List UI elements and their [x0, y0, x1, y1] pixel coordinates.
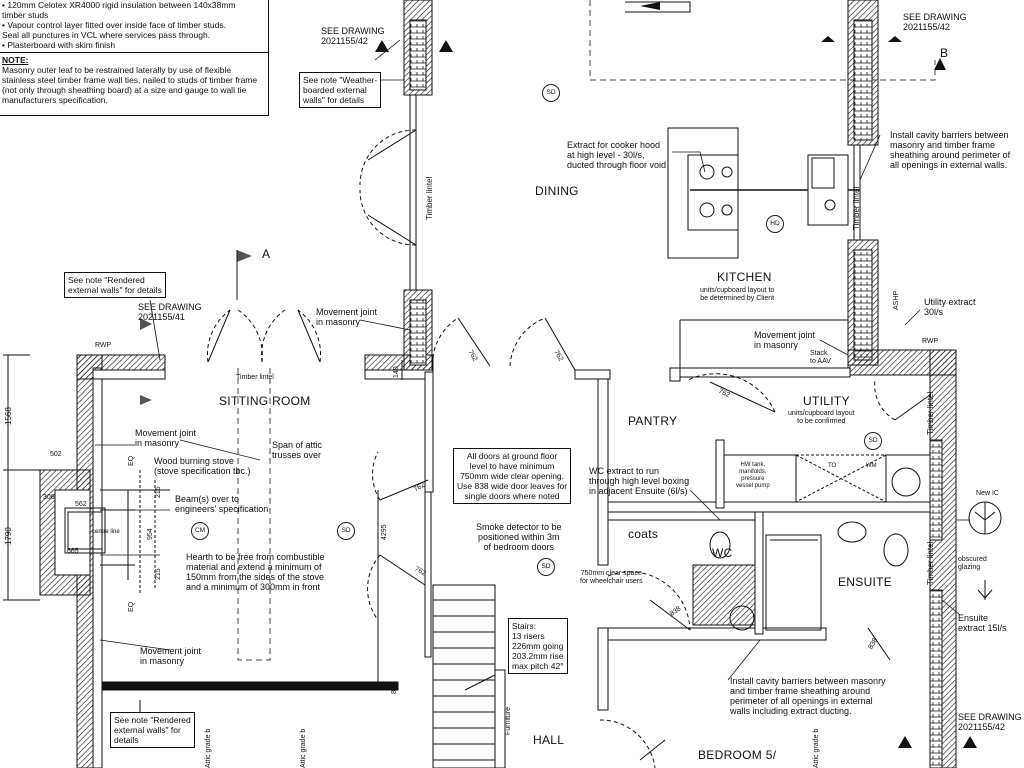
room-label-sitting-room: SITTING ROOM [219, 394, 311, 408]
note-line: Seal all punctures in VCL where services… [2, 30, 211, 40]
kitchen-subtext: units/cupboard layout to be determined b… [700, 287, 775, 302]
dimension-label: 215 [155, 486, 162, 498]
annotation-wood-stove: Wood burning stove (stove specification … [154, 456, 251, 476]
annotation-hearth: Hearth to be free from combustible mater… [186, 552, 325, 592]
smoke-detector-tag: SD [537, 558, 555, 576]
annotation-ensuite-extract: Ensuite extract 15l/s [958, 613, 1007, 633]
kitchen-units [667, 127, 860, 368]
smoke-detector-tag: SD [864, 432, 882, 450]
notes-box: • 120mm Celotex XR4000 rigid insulation … [0, 0, 269, 116]
external-walls [39, 0, 957, 768]
smoke-detector-tag: SD [542, 84, 560, 102]
annotation-movement-joint: Movement joint in masonry [135, 428, 197, 448]
room-label-dining: DINING [535, 184, 579, 198]
door-swings [206, 129, 931, 768]
note-box-weather-boarded: See note "Weather- boarded external wall… [299, 72, 382, 108]
room-label-kitchen: KITCHEN [717, 270, 772, 284]
carbon-monoxide-tag: CM [191, 522, 209, 540]
annotation-timber-lintel: Timber lintel [852, 186, 861, 230]
annotation-movement-joint: Movement joint in masonry [754, 330, 816, 350]
heat-detector-tag: HD [766, 215, 784, 233]
room-label-pantry: PANTRY [628, 414, 678, 428]
annotation-tumble-dryer: TO [828, 463, 837, 469]
annotation-wc-extract: WC extract to run through high level box… [589, 466, 690, 496]
annotation-clear-space: 750mm clear space for wheelchair users [580, 570, 643, 585]
dimension-label: 1790 [4, 527, 13, 545]
annotation-smoke-detector: Smoke detector to be positioned within 3… [476, 522, 562, 552]
annotation-span-attic: Span of attic trusses over [272, 440, 323, 460]
annotation-stack-aav: Stack to AAV [810, 350, 831, 365]
smoke-detector-tag: SD [337, 522, 355, 540]
dimension-label: 1568 [4, 407, 13, 425]
dimension-label: 954 [147, 528, 154, 540]
dimension-label: 665 [67, 548, 79, 555]
note-text: Masonry outer leaf to be restrained late… [2, 65, 258, 105]
annotation-timber-lintel: Timber lintel [926, 541, 935, 585]
utility-fixtures [608, 454, 931, 631]
dimension-label: 215 [155, 568, 162, 580]
note-box-stairs: Stairs: 13 risers 226mm going 203.2mm ri… [508, 618, 568, 674]
annotation-beams: Beam(s) over to engineers' specification [175, 494, 269, 514]
dimension-label: 502 [50, 451, 62, 458]
see-drawing-ref: SEE DRAWING 2021155/42 [321, 26, 385, 46]
annotation-attic-grade: Attic grade b [205, 728, 212, 768]
dimension-label: 562 [75, 501, 87, 508]
staircase [432, 584, 506, 768]
annotation-centre-line: centre line [92, 529, 120, 535]
note-heading: NOTE: [2, 55, 29, 65]
internal-walls [102, 367, 931, 711]
annotation-timber-lintel: Timber lintel [926, 391, 935, 435]
dimension-label: 4295 [381, 524, 388, 540]
dimension-label: 306 [43, 494, 55, 501]
section-label-a: A [262, 247, 271, 261]
annotation-cavity-barriers: Install cavity barriers between masonry … [890, 130, 1011, 170]
annotation-washing-machine: WM [866, 463, 877, 469]
inspection-chamber-symbol [968, 501, 1002, 600]
note-box-rendered: See note "Rendered external walls" for d… [110, 712, 195, 748]
annotation-utility-extract: Utility extract 30l/s [924, 297, 976, 317]
annotation-timber-lintel: Timber lintel [236, 374, 274, 381]
see-drawing-ref: SEE DRAWING 2021155/42 [958, 712, 1022, 732]
note-box-doors: All doors at ground floor level to have … [453, 448, 572, 504]
section-label-b: B [940, 46, 949, 60]
room-label-bedroom: BEDROOM 5/ [698, 748, 777, 762]
room-label-ensuite: ENSUITE [838, 575, 893, 589]
annotation-movement-joint: Movement joint in masonry [316, 307, 378, 327]
annotation-attic-grade: Attic grade b [813, 728, 820, 768]
annotation-obscured-glazing: obscured glazing [958, 556, 987, 571]
section-markers [140, 36, 977, 748]
room-label-hall: HALL [533, 733, 565, 747]
see-drawing-ref: SEE DRAWING 2021155/41 [138, 302, 202, 322]
dimension-label: 89 [391, 686, 398, 694]
annotation-rwp: RWP [922, 338, 939, 345]
annotation-furniture: Furniture [505, 706, 512, 735]
dimension-label: 140 [393, 366, 400, 378]
annotation-timber-lintel: Timber lintel [425, 176, 434, 220]
annotation-hw-tank: HW tank, manifolds, pressure vessel pump [736, 462, 770, 489]
annotation-rwp: RWP [95, 342, 112, 349]
note-line: • 120mm Celotex XR4000 rigid insulation … [2, 0, 236, 10]
note-line: timber studs [2, 10, 49, 20]
note-box-rendered: See note "Rendered external walls" for d… [64, 272, 166, 298]
dimension-label: EQ [128, 455, 135, 466]
room-label-wc: WC [712, 546, 733, 560]
annotation-attic-grade: Attic grade b [300, 728, 307, 768]
see-drawing-ref: SEE DRAWING 2021155/42 [903, 12, 967, 32]
note-line: • Plasterboard with skim finish [2, 40, 116, 50]
room-label-utility: UTILITY [803, 394, 850, 408]
ashp-label: ASHP [893, 290, 900, 310]
annotation-new-ic: New IC [976, 490, 999, 497]
section-arrow-top [625, 1, 691, 13]
note-line: • Vapour control layer fitted over insid… [2, 20, 226, 30]
annotation-extract-cooker: Extract for cooker hood at high level - … [567, 140, 667, 170]
dimension-lines [3, 354, 403, 740]
annotation-cavity-barriers: Install cavity barriers between masonry … [730, 676, 886, 716]
dimension-label: EQ [128, 601, 135, 612]
stove [64, 470, 170, 595]
utility-subtext: units/cupboard layout to be confirmed [788, 410, 855, 425]
annotation-movement-joint: Movement joint in masonry [140, 646, 202, 666]
room-label-coats: coats [628, 527, 659, 541]
